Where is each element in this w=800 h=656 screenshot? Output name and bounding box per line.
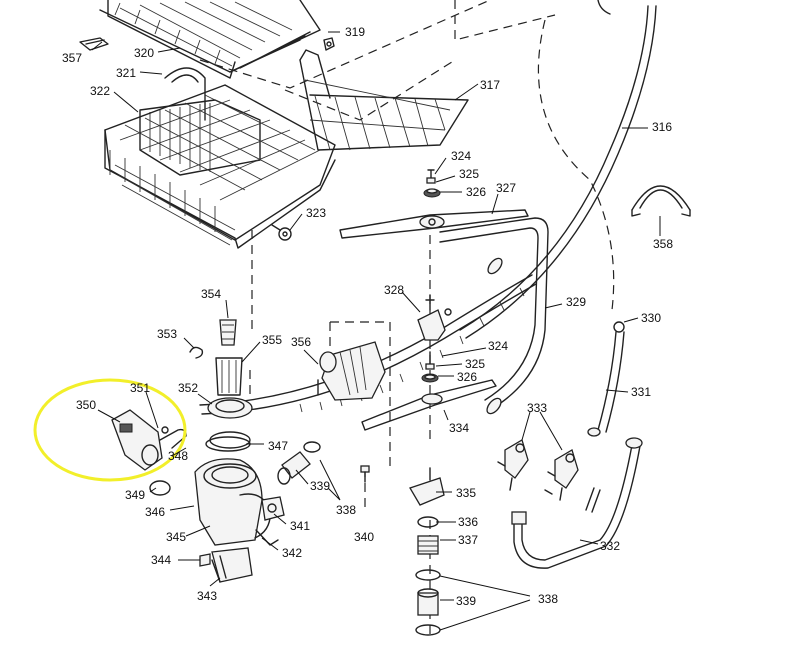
label-333: 333 (527, 401, 547, 415)
label-351: 351 (130, 381, 150, 395)
label-316: 316 (652, 120, 672, 134)
lower-rack (104, 84, 336, 249)
label-339-right: 339 (456, 594, 476, 608)
rack-roller (271, 224, 292, 241)
lower-sprayer-stack (409, 467, 445, 636)
upper-spray-arm-hardware (423, 169, 441, 198)
upper-spray-arm (339, 209, 529, 239)
corrugated-drain-hose (199, 274, 537, 415)
spray-arm-mount (417, 294, 452, 341)
part-labels: 357 320 319 321 322 317 316 324 325 326 … (62, 25, 673, 608)
label-355: 355 (262, 333, 282, 347)
label-358: 358 (653, 237, 673, 251)
label-324-upper: 324 (451, 149, 471, 163)
supply-tube (439, 217, 549, 415)
label-317: 317 (480, 78, 500, 92)
label-354: 354 (201, 287, 221, 301)
label-342: 342 (282, 546, 302, 560)
label-338-right: 338 (538, 592, 558, 606)
filter-assembly (189, 319, 253, 449)
leader-lines (91, 31, 661, 631)
label-329: 329 (566, 295, 586, 309)
label-344: 344 (151, 553, 171, 567)
label-326-upper: 326 (466, 185, 486, 199)
label-353: 353 (157, 327, 177, 341)
fill-hose (511, 437, 643, 569)
label-323: 323 (306, 206, 326, 220)
label-338-left: 338 (336, 503, 356, 517)
stop-clip (323, 37, 335, 51)
label-349: 349 (125, 488, 145, 502)
sump-housing (194, 458, 285, 546)
label-343: 343 (197, 589, 217, 603)
label-330: 330 (641, 311, 661, 325)
label-319: 319 (345, 25, 365, 39)
lower-spray-arm (361, 379, 497, 431)
inlet-tube-assembly (587, 321, 625, 437)
label-357: 357 (62, 51, 82, 65)
label-332: 332 (600, 539, 620, 553)
label-356: 356 (291, 335, 311, 349)
inlet-hose (459, 0, 657, 339)
label-339-left: 339 (310, 479, 330, 493)
label-334: 334 (449, 421, 469, 435)
hose-clamp (631, 185, 691, 217)
label-322: 322 (90, 84, 110, 98)
cutlery-basket-shelf (299, 49, 469, 151)
label-327: 327 (496, 181, 516, 195)
upper-rack (99, 0, 321, 79)
circulation-pump-motor (317, 341, 386, 401)
label-331: 331 (631, 385, 651, 399)
highlight-ring (33, 378, 187, 482)
hose-connector (277, 441, 321, 485)
water-valves (497, 439, 579, 501)
label-324-lower: 324 (488, 339, 508, 353)
wash-motor-base (199, 547, 253, 583)
assembly-guide-lines (199, 0, 615, 640)
label-336: 336 (458, 515, 478, 529)
label-346: 346 (145, 505, 165, 519)
label-348: 348 (168, 449, 188, 463)
lower-spray-arm-hardware (421, 351, 439, 383)
label-335: 335 (456, 486, 476, 500)
label-341: 341 (290, 519, 310, 533)
label-352: 352 (178, 381, 198, 395)
label-321: 321 (116, 66, 136, 80)
label-325-lower: 325 (465, 357, 485, 371)
label-347: 347 (268, 439, 288, 453)
label-350: 350 (76, 398, 96, 412)
label-320: 320 (134, 46, 154, 60)
label-325-upper: 325 (459, 167, 479, 181)
label-328: 328 (384, 283, 404, 297)
label-326-lower: 326 (457, 370, 477, 384)
label-340: 340 (354, 530, 374, 544)
silverware-basket (139, 67, 261, 176)
label-345: 345 (166, 530, 186, 544)
screw (360, 465, 370, 483)
label-337: 337 (458, 533, 478, 547)
rack-clip (79, 37, 109, 51)
